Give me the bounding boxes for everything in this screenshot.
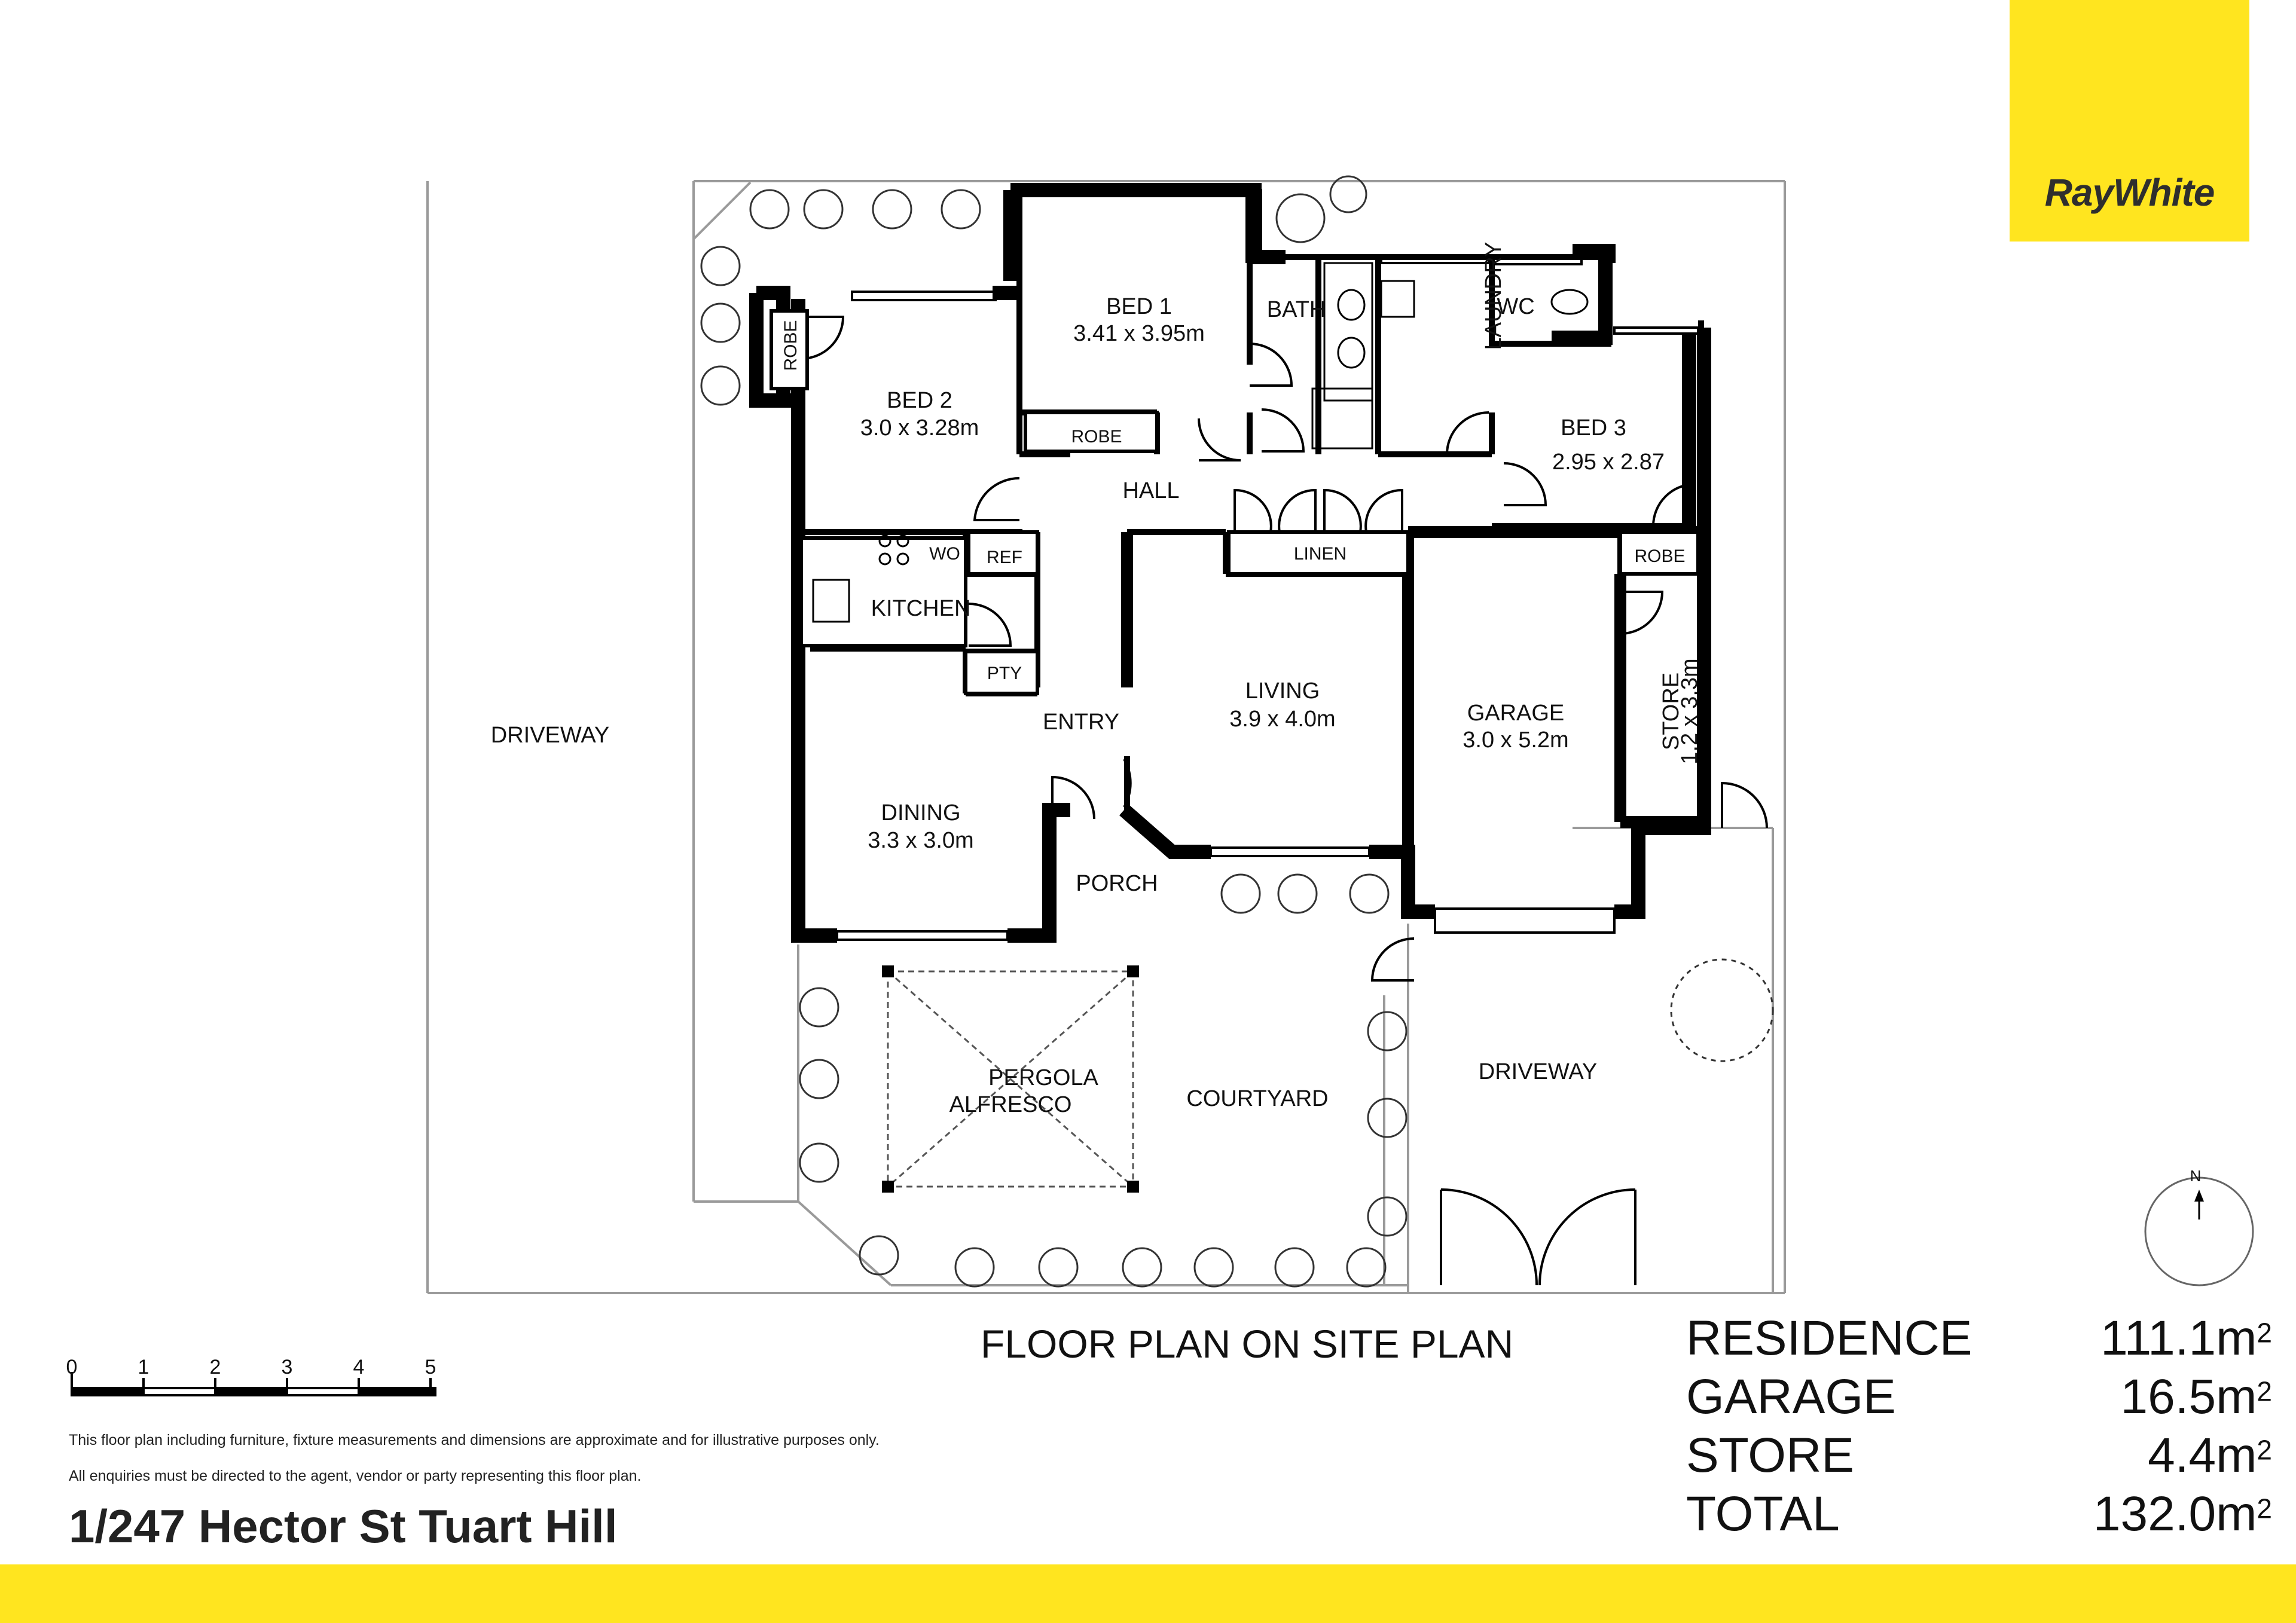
bed3-dims: 2.95 x 2.87	[1552, 450, 1665, 475]
entry-label: ENTRY	[1043, 710, 1119, 735]
courtyard-label: COURTYARD	[1186, 1086, 1328, 1111]
pergola	[887, 970, 1134, 1188]
scale-label-1: 1	[138, 1356, 149, 1379]
compass: N	[2144, 1167, 2254, 1286]
area-unit-total: 2	[2257, 1493, 2272, 1524]
footer-bar	[0, 1564, 2296, 1623]
dining-name: DINING	[881, 800, 961, 826]
bed1-dims: 3.41 x 3.95m	[1073, 321, 1205, 346]
pergola-posts	[882, 965, 1139, 1193]
area-unit-garage: 2	[2257, 1376, 2272, 1407]
thick-walls	[1120, 526, 1704, 900]
area-label-total: TOTAL	[1686, 1487, 1840, 1541]
area-number-total: 132.0m	[2093, 1487, 2257, 1541]
scale-bar: 0 1 2 3 4 5	[66, 1356, 436, 1396]
scale-label-4: 4	[353, 1356, 365, 1379]
plants	[700, 175, 1774, 1288]
area-label-garage: GARAGE	[1686, 1370, 1896, 1424]
scale-label-3: 3	[282, 1356, 293, 1379]
kitchen-label: KITCHEN	[871, 596, 971, 621]
area-label-residence: RESIDENCE	[1686, 1311, 1973, 1365]
area-row-total: TOTAL 132.0m2	[1686, 1486, 2272, 1543]
pergola-label-line1: PERGOLA	[988, 1065, 1098, 1090]
wo-label: WO	[929, 544, 960, 564]
area-row-residence: RESIDENCE 111.1m2	[1686, 1310, 2272, 1368]
site-boundary	[426, 180, 1786, 1294]
area-label-store: STORE	[1686, 1428, 1854, 1483]
property-address: 1/247 Hector St Tuart Hill	[69, 1500, 618, 1552]
bath-label: BATH	[1267, 297, 1326, 322]
bed3-name: BED 3	[1561, 415, 1626, 441]
driveway-left-label: DRIVEWAY	[491, 723, 609, 748]
hall-label: HALL	[1122, 478, 1179, 503]
windows	[793, 189, 1699, 941]
dining-dims: 3.3 x 3.0m	[868, 828, 973, 853]
area-row-store: STORE 4.4m2	[1686, 1428, 2272, 1485]
area-value-residence: 111.1m2	[2100, 1310, 2272, 1367]
raywhite-logo-text: RayWhite	[2044, 171, 2215, 214]
scale-label-5: 5	[425, 1356, 436, 1379]
area-row-garage: GARAGE 16.5m2	[1686, 1369, 2272, 1426]
small-labels: ROBE ROBE ROBE LINEN WO REF PTY	[781, 320, 1686, 683]
room-labels: BED 1 3.41 x 3.95m BED 2 3.0 x 3.28m BED…	[491, 242, 1702, 1117]
laundry-label: LAUNDRY	[1481, 242, 1506, 350]
pty-label: PTY	[987, 664, 1022, 683]
linen-label: LINEN	[1294, 544, 1347, 564]
compass-north-label: N	[2190, 1167, 2202, 1185]
doors	[801, 316, 1768, 1286]
area-number-store: 4.4m	[2148, 1428, 2257, 1483]
wc-label: WC	[1497, 294, 1534, 319]
area-unit-store: 2	[2257, 1434, 2272, 1466]
robe-bed2-label: ROBE	[781, 320, 801, 371]
disclaimer-line-2: All enquiries must be directed to the ag…	[69, 1468, 642, 1484]
raywhite-logo: RayWhite	[2010, 0, 2249, 242]
scale-label-0: 0	[66, 1356, 78, 1379]
store-dims: 1.2 x 3.3m	[1677, 658, 1702, 764]
area-value-total: 132.0m2	[2093, 1486, 2272, 1542]
area-value-store: 4.4m2	[2148, 1428, 2272, 1484]
living-name: LIVING	[1245, 678, 1320, 704]
bed1-name: BED 1	[1106, 294, 1172, 319]
fixtures	[770, 309, 1700, 695]
area-value-garage: 16.5m2	[2121, 1369, 2273, 1425]
garage-dims: 3.0 x 5.2m	[1463, 728, 1568, 753]
driveway-right-label: DRIVEWAY	[1479, 1059, 1597, 1084]
porch-label: PORCH	[1076, 871, 1158, 896]
plan-title: FLOOR PLAN ON SITE PLAN	[981, 1322, 1514, 1366]
garage-name: GARAGE	[1467, 701, 1565, 726]
bath-fixtures	[812, 262, 1589, 623]
living-dims: 3.9 x 4.0m	[1229, 707, 1335, 732]
area-unit-residence: 2	[2257, 1317, 2272, 1349]
pergola-label-line2: ALFRESCO	[949, 1092, 1072, 1117]
bed2-dims: 3.0 x 3.28m	[860, 415, 979, 441]
robe-bed3-label: ROBE	[1634, 546, 1685, 566]
robe-bed1-label: ROBE	[1071, 427, 1122, 447]
area-number-residence: 111.1m	[2100, 1311, 2257, 1365]
disclaimer-line-1: This floor plan including furniture, fix…	[69, 1432, 880, 1448]
scale-label-2: 2	[210, 1356, 221, 1379]
bed2-name: BED 2	[887, 388, 952, 413]
ref-label: REF	[987, 548, 1022, 567]
store-name: STORE	[1659, 673, 1684, 750]
area-number-garage: 16.5m	[2120, 1370, 2257, 1424]
